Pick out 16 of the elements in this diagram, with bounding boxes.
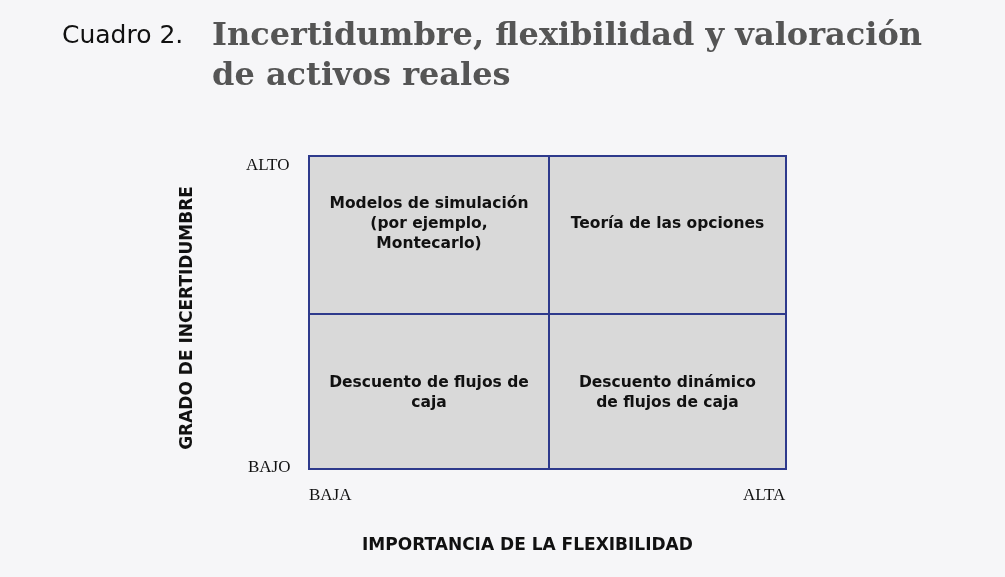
quadrant-box [548, 155, 787, 315]
quadrant-text: Descuento de flujos de caja [328, 371, 530, 412]
quadrant-text: Modelos de simulación (por ejemplo, Montecarlo) [328, 192, 530, 253]
axis-title: GRADO DE INCERTIDUMBRE [176, 186, 196, 450]
axis-tick-label: BAJO [248, 457, 291, 477]
quadrant-box [548, 313, 787, 470]
axis-tick-label: ALTO [246, 155, 290, 175]
axis-title: IMPORTANCIA DE LA FLEXIBILIDAD [362, 534, 693, 554]
axis-tick-label: ALTA [743, 485, 786, 505]
quadrant-box [308, 313, 550, 470]
quadrant-text: Descuento dinámico de flujos de caja [577, 371, 757, 412]
quadrant-text: Teoría de las opciones [570, 212, 765, 233]
figure-number: Cuadro 2. [62, 20, 184, 49]
axis-tick-label: BAJA [309, 485, 352, 505]
diagram-title: Incertidumbre, flexibilidad y valoración de activos reales [212, 14, 923, 94]
quadrant-box [308, 155, 550, 315]
